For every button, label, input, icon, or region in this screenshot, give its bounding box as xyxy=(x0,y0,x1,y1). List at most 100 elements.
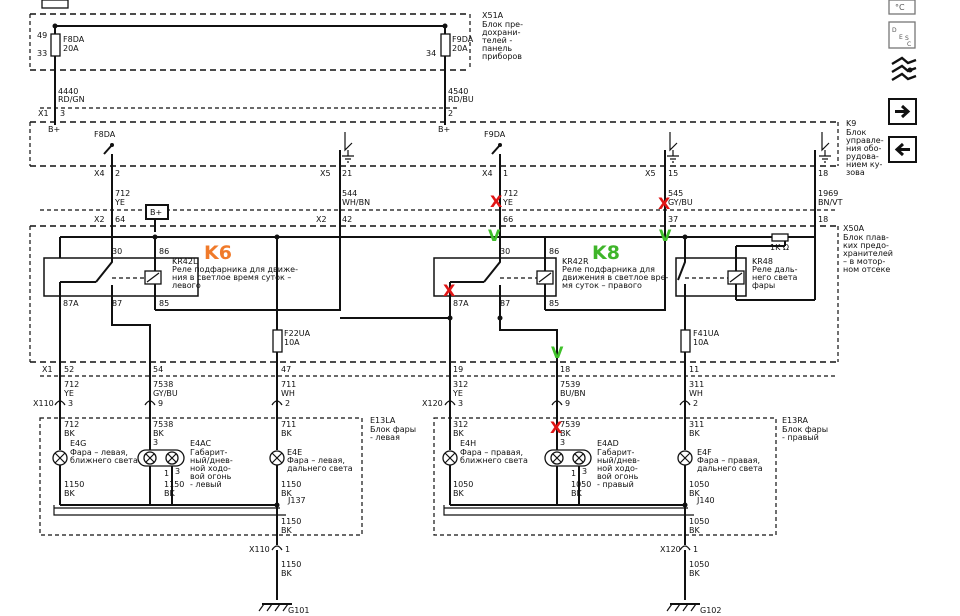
f8da-ref: F8DA xyxy=(94,130,116,139)
kr42r-pin-87a: 87A xyxy=(453,299,469,308)
e4h-id: E4H xyxy=(460,439,476,448)
j137-w: 1150 xyxy=(281,517,301,526)
kr42r-id: KR42R xyxy=(562,257,589,266)
fuse-f22ua xyxy=(272,329,283,353)
x5-left-pin: 21 xyxy=(342,169,352,178)
connector-view-icon[interactable] xyxy=(891,56,917,82)
e4g-desc: Фара – левая, ближнего света xyxy=(70,448,138,465)
x1-pin-11: 11 xyxy=(689,365,699,374)
desc-button[interactable]: D E S C xyxy=(888,21,916,49)
x1-pin-52: 52 xyxy=(64,365,74,374)
e13ra-g3: 1050 xyxy=(689,480,709,489)
e13ra-g2: 1050 xyxy=(571,480,591,489)
bplus-badge xyxy=(145,204,169,220)
fuse-f9da xyxy=(440,33,451,57)
wires-mid: 712 YE 544 WH/BN 712 YE 545 GY/BU 1969 B… xyxy=(40,189,843,224)
e13ra-g1: 1050 xyxy=(453,480,473,489)
f9da-ref: F9DA xyxy=(484,130,506,139)
bcm-k9: X1 3 2 B+ B+ F8DA F9DA X4 2 X5 21 X4 1 X… xyxy=(29,109,884,300)
splice-j137: J137 xyxy=(287,496,306,505)
e13ra-title: E13RA xyxy=(782,416,808,425)
e13la-pin3: 3 xyxy=(153,438,158,447)
wire-4440-color: RD/GN xyxy=(58,95,85,104)
bplus-left: B+ xyxy=(48,125,60,134)
e13ra-desc: Блок фары - правый xyxy=(782,425,831,442)
e4f-id: E4F xyxy=(697,448,712,457)
e13la-g1c: BK xyxy=(64,489,75,498)
kr42r-pin-87: 87 xyxy=(500,299,510,308)
relay-kr42l-box xyxy=(43,257,199,297)
e4ac-id: E4AC xyxy=(190,439,211,448)
wire-312-color: YE xyxy=(452,389,463,398)
internal-wiring: F22UA 10A F41UA 10A xyxy=(59,237,720,370)
x1-bottom-connector: X1 52 54 47 19 18 11 xyxy=(40,365,838,405)
e13la-w2c: BK xyxy=(153,429,164,438)
fuse-f22ua-rating: 10A xyxy=(284,338,300,347)
forward-arrow-button[interactable] xyxy=(888,98,917,125)
fuse-f41ua-label: F41UA xyxy=(693,329,720,338)
x4-right: X4 xyxy=(482,169,493,178)
wire-7539-color: BU/BN xyxy=(560,389,586,398)
x110-pin-2: 2 xyxy=(285,399,290,408)
wire-711-color: WH xyxy=(281,389,295,398)
j140-w: 1050 xyxy=(689,517,709,526)
x2-mid-pin: 42 xyxy=(342,215,352,224)
x110-ground-conn: X110 xyxy=(249,545,270,554)
x120-ground-conn: X120 xyxy=(660,545,681,554)
wire-711: 711 xyxy=(281,380,296,389)
x120-connector: X120 xyxy=(422,399,443,408)
back-arrow-icon xyxy=(894,142,910,157)
e13la-w1: 712 xyxy=(64,420,79,429)
headlamp-left-e13la: X110 3 9 2 E13LA Блок фары - левая 712 B… xyxy=(33,399,416,615)
fuse-f8da-label: F8DA xyxy=(63,35,85,44)
underhood-fuse-x50a: B+ 1K Ω X50A Блок плав- ких предо- храни… xyxy=(29,204,893,363)
ground-wc-right: BK xyxy=(689,569,700,578)
wire-712-right-color: YE xyxy=(502,198,513,207)
x50a-title: X50A xyxy=(843,224,865,233)
e4e-id: E4E xyxy=(287,448,302,457)
x5-right: X5 xyxy=(645,169,656,178)
x1-pin-19: 19 xyxy=(453,365,463,374)
j140-wc: BK xyxy=(689,526,700,535)
celsius-button[interactable]: °C xyxy=(888,0,916,15)
fuse-f41ua xyxy=(680,329,691,353)
back-arrow-button[interactable] xyxy=(888,136,917,163)
top-clipped-badge xyxy=(41,0,69,9)
x120-pin-9: 9 xyxy=(565,399,570,408)
e4ad-desc: Габарит- ный/днев- ной ходо- вой огонь -… xyxy=(597,448,642,489)
desc-c: C xyxy=(907,41,911,48)
wire-1969: 1969 xyxy=(818,189,838,198)
e13la-g3: 1150 xyxy=(281,480,301,489)
e13la-g1: 1150 xyxy=(64,480,84,489)
e13ra-w3c: BK xyxy=(689,429,700,438)
e4e-desc: Фара – левая, дальнего света xyxy=(287,456,353,473)
x1-pin-54: 54 xyxy=(153,365,163,374)
wire-544: 544 xyxy=(342,189,357,198)
kr42l-pin-85: 85 xyxy=(159,299,169,308)
x5-right-pin: 15 xyxy=(668,169,678,178)
x1-bottom-label: X1 xyxy=(42,365,53,374)
e13ra-w2c: BK xyxy=(560,429,571,438)
pin-49: 49 xyxy=(37,31,47,40)
wire-311: 311 xyxy=(689,380,704,389)
e13ra-g2c: BK xyxy=(571,489,582,498)
marker-x-545: X xyxy=(658,194,671,213)
wire-712-low-color: YE xyxy=(63,389,74,398)
x4-left: X4 xyxy=(94,169,105,178)
kr48-desc: Реле даль- него света фары xyxy=(752,265,800,290)
marker-v-18: V xyxy=(551,343,564,362)
desc-d: D xyxy=(892,27,897,34)
wire-544-color: WH/BN xyxy=(342,198,370,207)
bplus-badge-label: B+ xyxy=(150,208,162,217)
x110-connector: X110 xyxy=(33,399,54,408)
kr42l-id: KR42L xyxy=(172,257,198,266)
e4g-id: E4G xyxy=(70,439,86,448)
e13la-g3c: BK xyxy=(281,489,292,498)
pin-33: 33 xyxy=(37,49,47,58)
x4-right-pin: 1 xyxy=(503,169,508,178)
e13ra-w1c: BK xyxy=(453,429,464,438)
wire-545-color: GY/BU xyxy=(668,198,693,207)
wire-4540-color: RD/BU xyxy=(448,95,474,104)
k9-title: K9 xyxy=(846,119,856,128)
e4h-desc: Фара – правая, ближнего света xyxy=(460,448,528,465)
